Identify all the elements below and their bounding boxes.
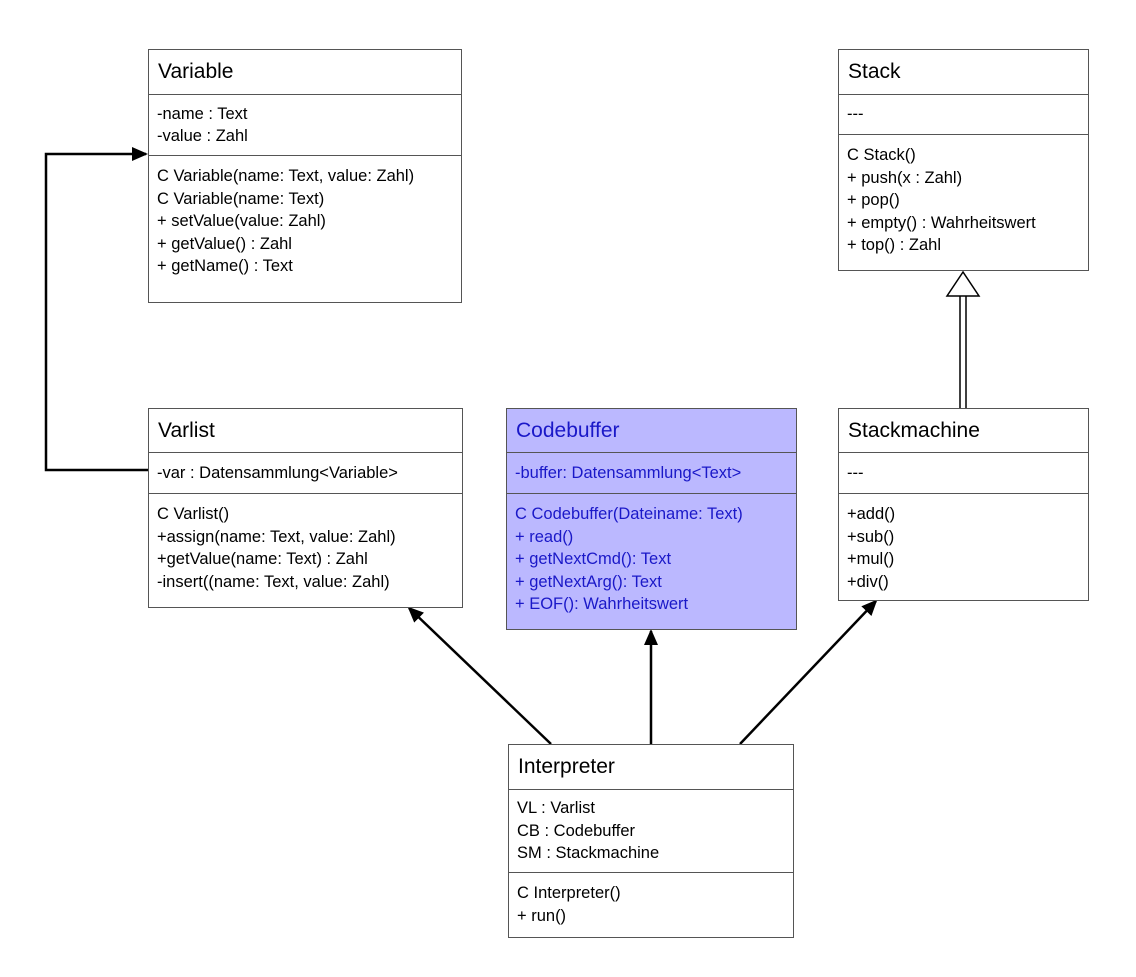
class-codebuffer-header: Codebuffer — [507, 409, 796, 452]
class-variable-header: Variable — [149, 50, 461, 94]
class-variable-attributes: -name : Text -value : Zahl — [149, 94, 461, 155]
class-stackmachine-attributes: --- — [839, 452, 1088, 493]
class-codebuffer-operations: C Codebuffer(Dateiname: Text) + read() +… — [507, 493, 796, 629]
operation-line: + getNextCmd(): Text — [515, 550, 672, 568]
operation-line: +mul() — [847, 550, 895, 568]
attribute-line: --- — [847, 105, 864, 124]
operation-line: + getValue() : Zahl — [157, 234, 292, 253]
operation-line: + run() — [517, 906, 567, 925]
class-stack: Stack --- C Stack() + push(x : Zahl) + p… — [838, 49, 1089, 271]
class-interpreter-header: Interpreter — [509, 745, 793, 789]
operation-line: + top() : Zahl — [847, 236, 941, 254]
interpreter-to-stackmachine-association — [739, 599, 878, 745]
class-interpreter-name: Interpreter — [518, 755, 615, 778]
attribute-line: --- — [847, 463, 864, 482]
operation-line: +div() — [847, 572, 889, 591]
operation-line: + getName() : Text — [157, 257, 293, 275]
class-variable-name: Variable — [158, 60, 234, 83]
operation-line: +add() — [847, 505, 896, 523]
class-variable-operations: C Variable(name: Text, value: Zahl) C Va… — [149, 155, 461, 302]
varlist-to-variable-association — [44, 147, 148, 472]
attribute-line: -name : Text — [157, 104, 248, 123]
operation-line: + EOF(): Wahrheitswert — [515, 595, 689, 613]
operation-line: C Interpreter() — [517, 884, 621, 902]
operation-line: + read() — [515, 527, 574, 546]
class-varlist-name: Varlist — [158, 418, 215, 442]
operation-line: C Varlist() — [157, 505, 230, 523]
operation-line: C Codebuffer(Dateiname: Text) — [515, 505, 743, 523]
class-interpreter-attributes: VL : Varlist CB : Codebuffer SM : Stackm… — [509, 789, 793, 872]
class-stack-name: Stack — [848, 60, 901, 83]
stackmachine-to-stack-generalization — [945, 270, 981, 408]
operation-line: +getValue(name: Text) : Zahl — [157, 550, 368, 568]
class-codebuffer-name: Codebuffer — [516, 418, 620, 442]
attribute-line: CB : Codebuffer — [517, 821, 636, 840]
class-stack-operations: C Stack() + push(x : Zahl) + pop() + emp… — [839, 134, 1088, 270]
attribute-line: VL : Varlist — [517, 799, 595, 818]
class-varlist-attributes: -var : Datensammlung<Variable> — [149, 452, 462, 493]
operation-line: C Variable(name: Text, value: Zahl) — [157, 167, 415, 185]
interpreter-to-varlist-association — [407, 606, 552, 745]
class-stackmachine-operations: +add() +sub() +mul() +div() — [839, 493, 1088, 600]
operation-line: + pop() — [847, 191, 900, 209]
class-varlist-header: Varlist — [149, 409, 462, 452]
operation-line: + getNextArg(): Text — [515, 572, 662, 591]
operation-line: C Variable(name: Text) — [157, 189, 325, 208]
operation-line: + push(x : Zahl) — [847, 168, 963, 187]
operation-line: -insert((name: Text, value: Zahl) — [157, 572, 390, 591]
attribute-line: -value : Zahl — [157, 127, 248, 145]
operation-line: +sub() — [847, 527, 895, 546]
class-stackmachine-name: Stackmachine — [848, 418, 980, 442]
operation-line: + setValue(value: Zahl) — [157, 212, 326, 230]
attribute-line: -var : Datensammlung<Variable> — [157, 463, 398, 482]
operation-line: C Stack() — [847, 146, 916, 164]
class-variable: Variable -name : Text -value : Zahl C Va… — [148, 49, 462, 303]
class-stackmachine: Stackmachine --- +add() +sub() +mul() +d… — [838, 408, 1089, 601]
attribute-line: -buffer: Datensammlung<Text> — [515, 463, 742, 482]
class-interpreter: Interpreter VL : Varlist CB : Codebuffer… — [508, 744, 794, 938]
operation-line: +assign(name: Text, value: Zahl) — [157, 527, 396, 546]
class-codebuffer-attributes: -buffer: Datensammlung<Text> — [507, 452, 796, 493]
class-varlist: Varlist -var : Datensammlung<Variable> C… — [148, 408, 463, 608]
class-stackmachine-header: Stackmachine — [839, 409, 1088, 452]
attribute-line: SM : Stackmachine — [517, 844, 660, 863]
class-interpreter-operations: C Interpreter() + run() — [509, 872, 793, 937]
operation-line: + empty() : Wahrheitswert — [847, 213, 1036, 232]
class-varlist-operations: C Varlist() +assign(name: Text, value: Z… — [149, 493, 462, 607]
class-stack-header: Stack — [839, 50, 1088, 94]
class-stack-attributes: --- — [839, 94, 1088, 134]
class-codebuffer: Codebuffer -buffer: Datensammlung<Text> … — [506, 408, 797, 630]
